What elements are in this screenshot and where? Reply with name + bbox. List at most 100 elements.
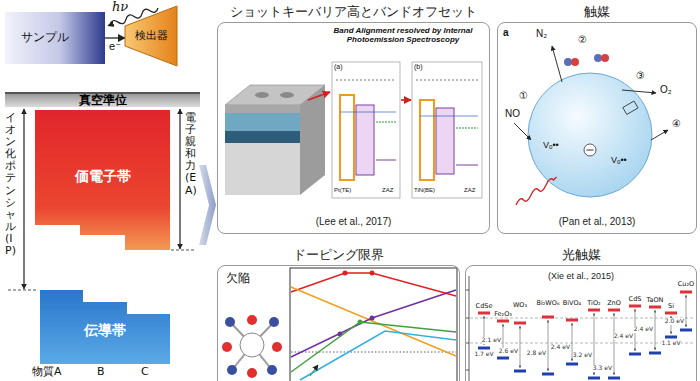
band-gap-value: 1.1 eV	[661, 340, 680, 347]
atom	[222, 342, 232, 352]
band-level	[340, 95, 354, 180]
callout-number: ①	[519, 90, 528, 102]
symbol-label: hν	[112, 0, 128, 15]
layer-label: Pt(TE)	[334, 187, 351, 194]
material-name: TiO₂	[587, 300, 600, 307]
catalyst-particle	[528, 73, 652, 197]
band-gap-value: 3.2 eV	[573, 352, 592, 359]
material-name: TaON	[647, 297, 664, 304]
device-pad	[255, 92, 269, 98]
callout-number: ②	[578, 34, 587, 46]
detector-label: 検出器	[135, 30, 168, 43]
band-gap-value: 2.4 eV	[634, 326, 653, 333]
vacancy-label: Vₒ••	[611, 155, 627, 165]
device-layer	[225, 143, 300, 195]
molecule-atom	[571, 58, 579, 66]
molecule-atom	[601, 54, 609, 62]
band-edges	[484, 295, 686, 375]
band-box	[332, 62, 400, 198]
plot-point	[358, 320, 363, 325]
device-layer	[225, 113, 300, 131]
band-label: 価電子帯	[75, 168, 131, 184]
panel-heading: ショットキーバリア高とバンドオフセット	[230, 5, 477, 20]
panel-heading: 光触媒	[562, 248, 601, 263]
figure-title: Band Alignment resolved by Internal Phot…	[320, 26, 486, 44]
valence-band: 価電子帯	[35, 110, 170, 250]
plot-line	[291, 322, 456, 372]
band-line	[336, 80, 396, 81]
band-label: 真空準位	[79, 94, 127, 108]
band-label: 伝導帯	[84, 322, 126, 338]
device-layer	[225, 131, 300, 143]
band-line	[416, 80, 478, 81]
panel-heading: 触媒	[584, 5, 610, 20]
material-name: Fe₂O₃	[494, 311, 512, 318]
band-level	[356, 105, 374, 175]
material-name: Si	[668, 303, 674, 310]
band-gap-value: 1.7 eV	[474, 351, 493, 358]
axis-label: イオン化ポテンシャル (IP)	[5, 112, 16, 257]
material-label: C	[141, 366, 149, 379]
figure-panel: 触媒(Pan et al., 2013)	[497, 22, 697, 234]
vacancy-label: Vₒ••	[543, 140, 559, 150]
atom	[247, 368, 257, 378]
plot-arrow	[310, 365, 318, 376]
material-label: 物質A	[32, 366, 62, 379]
band-gap-value: 2.6 eV	[499, 348, 518, 355]
conduction-band: 伝導帯	[40, 290, 170, 364]
ea-arrow	[179, 109, 180, 249]
plot-line	[291, 273, 456, 296]
subfigure-letter: a	[503, 27, 509, 39]
material-name: Cu₂O	[678, 281, 694, 288]
atom	[247, 315, 257, 325]
electron-symbol	[584, 144, 596, 156]
chart-axis	[469, 276, 470, 381]
sample-box: サンプル	[5, 12, 105, 64]
band-line	[376, 160, 396, 161]
subfigure-letter: (a)	[334, 63, 343, 71]
figure-panel: ショットキーバリア高とバンドオフセット(Lee et al., 2017)	[217, 22, 490, 234]
band-line	[456, 128, 478, 129]
material-label: B	[97, 366, 105, 379]
reaction-arrow	[552, 46, 562, 82]
chart-tick	[466, 370, 469, 371]
panel-heading: ドーピング限界	[293, 248, 384, 263]
band-line	[456, 165, 478, 166]
plot-line	[291, 352, 456, 353]
plot-line	[291, 287, 456, 356]
connector-arrow	[105, 37, 125, 38]
device-side	[300, 85, 325, 195]
layer-label: ZAZ	[464, 187, 475, 194]
figure-panel: ドーピング限界	[217, 265, 460, 381]
electron-symbol	[587, 150, 594, 151]
guide-line	[8, 290, 38, 291]
atom	[227, 365, 237, 375]
atom	[272, 342, 282, 352]
figure-panel: 光触媒(Xie et al., 2015)	[465, 265, 697, 381]
pointer-arrow	[401, 99, 411, 101]
sample-label: サンプル	[21, 31, 69, 45]
band-gap-value: 2.8 eV	[527, 350, 546, 357]
citation: (Xie et al., 2015)	[548, 271, 614, 281]
material-name: WO₃	[513, 302, 527, 309]
layer-label: ZAZ	[382, 187, 393, 194]
photon-wave	[516, 177, 557, 205]
material-name: CdSe	[476, 303, 493, 310]
plot-point	[370, 271, 375, 276]
band-gap-value: 2.1 eV	[482, 337, 501, 344]
atom	[269, 317, 279, 327]
vacuum-level-bar: 真空準位	[5, 92, 200, 107]
chevron-arrow	[199, 165, 216, 245]
band-gap-value: 3.3 eV	[593, 365, 612, 372]
plot-frame	[290, 268, 457, 381]
material-name: BiVO₄	[563, 300, 581, 307]
molecule-label: O₂	[660, 84, 672, 96]
defect-label: 欠陥	[226, 272, 250, 286]
band-level	[420, 100, 434, 180]
plot-point	[370, 316, 375, 321]
citation: (Lee et al., 2017)	[316, 216, 392, 228]
chart-tick	[466, 318, 469, 319]
band-box	[412, 62, 482, 198]
band-level	[436, 108, 454, 174]
